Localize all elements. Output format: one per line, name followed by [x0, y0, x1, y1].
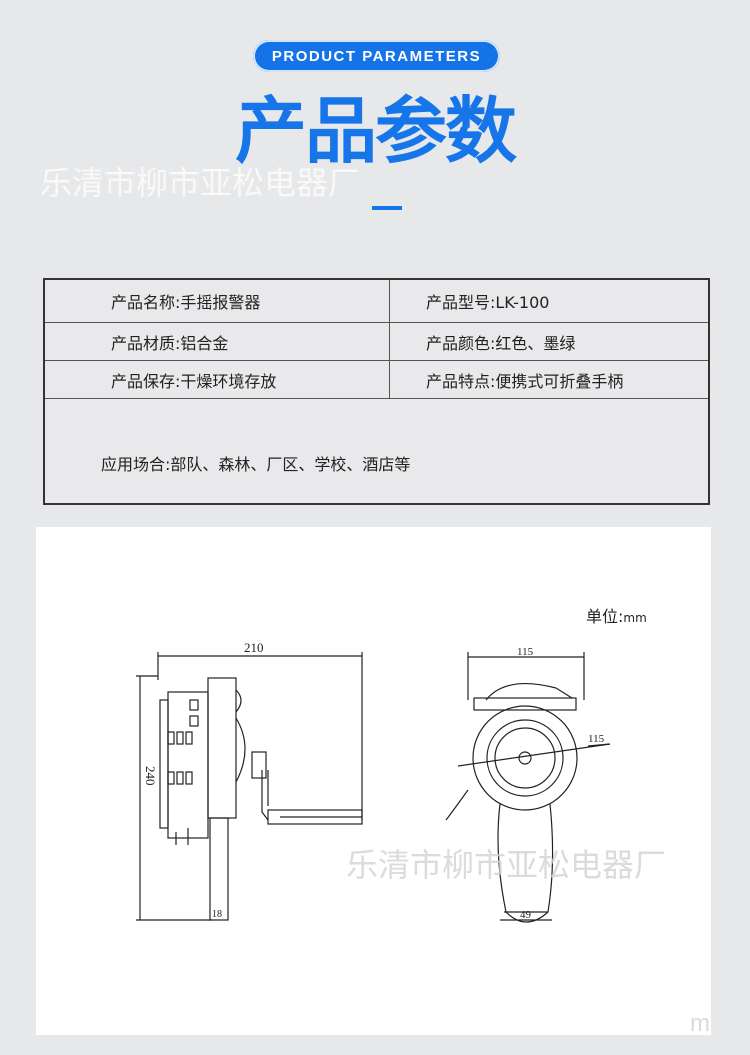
unit-text: 单位: [586, 607, 624, 626]
table-row: 产品保存:干燥环境存放 产品特点:便携式可折叠手柄 [43, 360, 710, 399]
param-storage: 产品保存:干燥环境存放 [43, 360, 390, 399]
page-title: 产品参数 [234, 89, 517, 173]
dim-height-label: 240 [143, 766, 158, 786]
dim-width-label: 210 [244, 640, 264, 655]
parameters-table: 产品名称:手摇报警器 产品型号:LK-100 产品材质:铝合金 产品颜色:红色、… [43, 278, 710, 505]
table-row: 应用场合:部队、森林、厂区、学校、酒店等 [43, 398, 710, 505]
watermark-tail: m [690, 1010, 710, 1037]
technical-drawing-panel [36, 527, 711, 1035]
unit-value: mm [623, 611, 647, 625]
table-row: 产品材质:铝合金 产品颜色:红色、墨绿 [43, 322, 710, 361]
dim-handle-label: 49 [520, 909, 532, 921]
param-usage: 应用场合:部队、森林、厂区、学校、酒店等 [43, 398, 710, 505]
product-parameters-badge: PRODUCT PARAMETERS [253, 40, 500, 72]
dim-front-width-label: 115 [517, 646, 534, 658]
watermark-top: 乐清市柳市亚松电器厂 [40, 164, 361, 202]
param-color: 产品颜色:红色、墨绿 [389, 322, 710, 361]
param-model: 产品型号:LK-100 [389, 278, 710, 323]
title-underline [372, 206, 402, 210]
unit-label: 单位:mm [586, 603, 647, 627]
param-material: 产品材质:铝合金 [43, 322, 390, 361]
table-row: 产品名称:手摇报警器 产品型号:LK-100 [43, 278, 710, 323]
dim-base-label: 18 [212, 909, 222, 920]
watermark-drawing: 乐清市柳市亚松电器厂 [346, 846, 667, 884]
param-feature: 产品特点:便携式可折叠手柄 [389, 360, 710, 399]
dim-front-right-label: 115 [588, 733, 605, 745]
